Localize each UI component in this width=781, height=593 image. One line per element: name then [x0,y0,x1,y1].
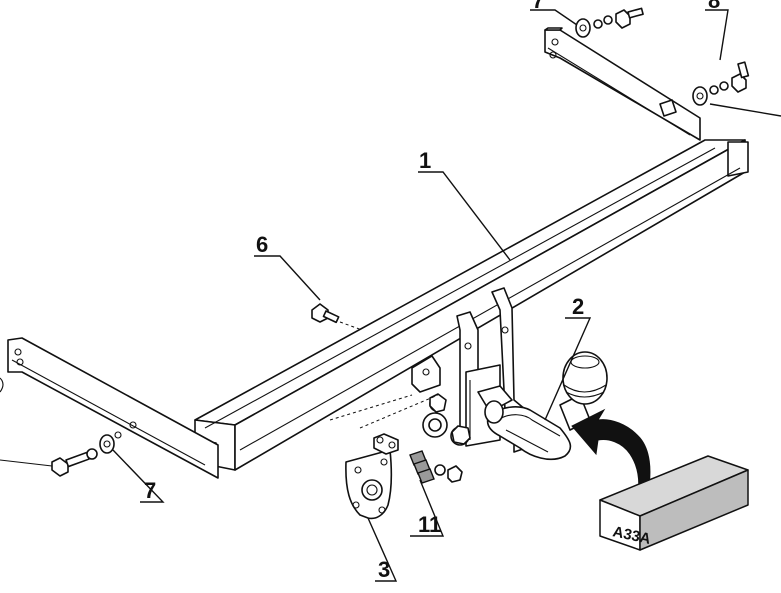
curved-arrow-icon [571,408,651,495]
spring-and-nut-set [409,450,463,484]
callout-7-left: 7 [144,478,156,503]
leader-lines [112,9,781,582]
left-bolt-washer-set [0,434,115,477]
left-side-bracket [0,337,219,479]
product-box: A33A [599,455,749,551]
tow-ball-arm [450,351,608,461]
callout-7-top: 7 [532,0,544,13]
socket-mounting-plate [345,433,399,520]
callout-numbers: 1 2 3 6 7 7 8 11 [144,0,720,582]
main-cross-beam [194,139,749,471]
callout-6: 6 [256,232,268,257]
bolt-part-6 [311,303,363,331]
callout-3: 3 [378,557,390,582]
callout-2: 2 [572,294,584,319]
callout-11: 11 [418,512,441,537]
callout-1: 1 [419,148,431,173]
callout-8: 8 [708,0,720,13]
right-bolt-washer-set [575,7,750,106]
mounting-hardware-center [329,393,448,438]
right-side-bracket [544,27,701,141]
